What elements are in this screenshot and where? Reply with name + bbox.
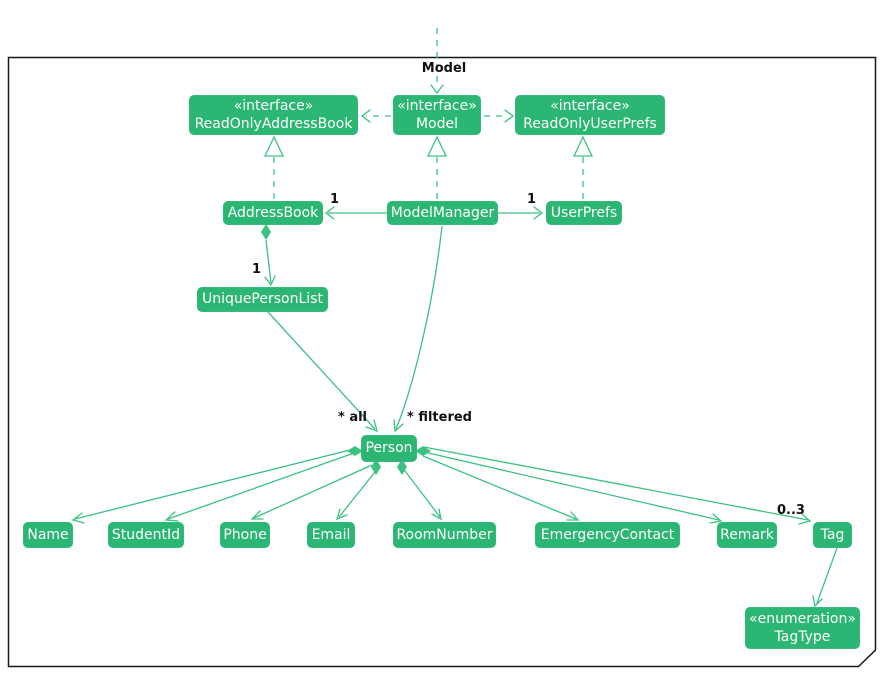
edge-tag-to-tagtype xyxy=(812,547,838,608)
edge-person-to-studentid xyxy=(164,452,355,522)
arrowhead xyxy=(431,508,442,521)
class-name-label: ReadOnlyAddressBook xyxy=(194,116,353,132)
edge-modelmanager-to-addressbook xyxy=(324,206,387,220)
arrowhead xyxy=(71,512,85,524)
inheritance-triangle xyxy=(572,135,594,157)
arrowhead xyxy=(360,109,371,123)
class-email: Email xyxy=(307,522,355,548)
arrowhead xyxy=(430,84,444,95)
arrowhead xyxy=(533,206,544,220)
diagram-frame xyxy=(7,56,877,668)
edge-modelmanager-to-person xyxy=(393,225,443,433)
multiplicity-label: 1 xyxy=(252,262,262,277)
stereotype-label: «interface» xyxy=(397,97,477,114)
stereotype-label: «interface» xyxy=(550,97,630,114)
multiplicity-label: * filtered xyxy=(407,410,472,425)
class-roomnumber: RoomNumber xyxy=(393,522,496,548)
class-phone: Phone xyxy=(220,522,270,548)
class-model-interface: «interface» Model xyxy=(393,95,481,135)
composition-diamond xyxy=(261,224,271,240)
class-readonlyuserprefs: «interface» ReadOnlyUserPrefs xyxy=(515,95,665,135)
arrowhead xyxy=(164,511,179,522)
edge-person-to-email xyxy=(335,466,380,521)
arrowhead xyxy=(250,510,264,520)
class-tag: Tag xyxy=(813,522,852,548)
class-name-label: ReadOnlyUserPrefs xyxy=(523,116,657,132)
class-uniquepersonlist: UniquePersonList xyxy=(197,287,328,312)
edge-uniquepersonlist-to-person xyxy=(267,311,378,433)
class-readonlyaddressbook: «interface» ReadOnlyAddressBook xyxy=(189,95,358,135)
edge-model-to-readonlyaddressbook xyxy=(360,109,391,123)
multiplicity-label: 1 xyxy=(527,192,537,207)
class-remark: Remark xyxy=(717,522,777,548)
composition-diamond xyxy=(397,459,407,475)
class-tagtype: «enumeration» TagType xyxy=(745,607,860,649)
edge-person-to-emergencycontact xyxy=(422,455,580,521)
arrowhead xyxy=(709,513,723,524)
inheritance-triangle xyxy=(426,135,448,157)
class-modelmanager: ModelManager xyxy=(387,201,498,225)
arrowhead xyxy=(324,206,335,220)
edge-person-to-roomnumber xyxy=(401,466,442,521)
arrowhead xyxy=(365,419,378,433)
class-name-label: TagType xyxy=(774,629,831,645)
inheritance-triangle xyxy=(263,135,285,157)
edge-userprefs-implements-readonlyuserprefs xyxy=(572,135,594,200)
class-studentid: StudentId xyxy=(108,522,184,548)
composition-diamond xyxy=(347,446,363,456)
edge-modelmanager-implements-model xyxy=(426,135,448,200)
arrowhead xyxy=(335,508,348,521)
class-emergencycontact: EmergencyContact xyxy=(535,522,680,548)
multiplicity-label: 0..3 xyxy=(777,503,805,518)
frame-title: Model xyxy=(421,61,467,76)
stereotype-label: «enumeration» xyxy=(749,610,856,627)
class-addressbook: AddressBook xyxy=(223,201,323,225)
multiplicity-label: * all xyxy=(338,410,368,425)
arrowhead xyxy=(264,275,276,287)
edge-modelmanager-to-userprefs xyxy=(498,206,544,220)
edge-person-to-tag xyxy=(423,446,812,525)
class-name-label: Model xyxy=(415,116,459,132)
composition-diamond xyxy=(371,459,381,475)
arrowhead xyxy=(393,419,404,433)
arrowhead xyxy=(504,109,515,123)
composition-diamond xyxy=(415,446,431,456)
arrowhead xyxy=(566,511,580,521)
edge-person-to-remark xyxy=(423,451,723,524)
edge-model-to-readonlyuserprefs xyxy=(484,109,515,123)
edge-addressbook-to-uniquepersonlist xyxy=(261,224,276,287)
edge-person-to-name xyxy=(71,448,355,524)
edge-addressbook-implements-readonlyaddressbook xyxy=(263,135,285,200)
class-person: Person xyxy=(361,435,417,462)
multiplicity-label: 1 xyxy=(330,192,340,207)
edge-person-to-phone xyxy=(250,464,373,520)
class-name: Name xyxy=(23,522,73,548)
stereotype-label: «interface» xyxy=(233,97,314,114)
class-userprefs: UserPrefs xyxy=(546,201,622,225)
arrowhead xyxy=(798,513,812,525)
edge-external-to-model-interface xyxy=(430,28,444,95)
arrowhead xyxy=(812,595,823,608)
